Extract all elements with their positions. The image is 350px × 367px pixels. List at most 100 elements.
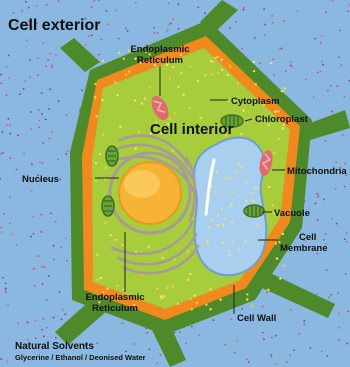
footer-title: Natural Solvents xyxy=(15,341,94,352)
texture-dot xyxy=(224,218,226,220)
texture-dot xyxy=(326,355,328,357)
texture-dot xyxy=(10,157,12,159)
texture-dot xyxy=(215,191,217,193)
texture-dot xyxy=(346,232,348,234)
texture-dot xyxy=(316,193,318,195)
texture-dot xyxy=(55,221,57,223)
texture-dot xyxy=(107,23,109,25)
texture-dot xyxy=(338,339,340,341)
texture-dot xyxy=(275,363,277,365)
texture-dot xyxy=(331,218,333,220)
texture-dot xyxy=(6,66,8,68)
texture-dot xyxy=(88,36,90,38)
texture-dot xyxy=(330,85,332,87)
texture-dot xyxy=(5,291,7,293)
texture-dot xyxy=(325,12,327,14)
texture-dot xyxy=(157,362,159,364)
texture-dot xyxy=(187,250,189,252)
texture-dot xyxy=(221,59,223,61)
texture-dot xyxy=(228,250,230,252)
texture-dot xyxy=(222,242,224,244)
texture-dot xyxy=(173,112,175,114)
texture-dot xyxy=(8,55,10,57)
texture-dot xyxy=(229,65,231,67)
texture-dot xyxy=(279,48,281,50)
label-membrane-line1: Cell xyxy=(299,232,316,243)
texture-dot xyxy=(257,187,259,189)
texture-dot xyxy=(278,138,280,140)
texture-dot xyxy=(44,267,46,269)
texture-dot xyxy=(182,94,184,96)
texture-dot xyxy=(244,241,246,243)
texture-dot xyxy=(23,88,25,90)
texture-dot xyxy=(8,77,10,79)
texture-dot xyxy=(347,310,349,312)
texture-dot xyxy=(189,273,191,275)
texture-dot xyxy=(191,308,193,310)
texture-dot xyxy=(45,66,47,68)
texture-dot xyxy=(41,162,43,164)
texture-dot xyxy=(231,191,233,193)
nucleus-shine xyxy=(124,170,160,198)
texture-dot xyxy=(122,244,124,246)
texture-dot xyxy=(42,283,44,285)
texture-dot xyxy=(134,343,136,345)
texture-dot xyxy=(172,285,174,287)
texture-dot xyxy=(284,87,286,89)
texture-dot xyxy=(27,322,29,324)
texture-dot xyxy=(197,80,199,82)
texture-dot xyxy=(324,140,326,142)
texture-dot xyxy=(167,30,169,32)
texture-dot xyxy=(61,247,63,249)
texture-dot xyxy=(317,196,319,198)
texture-dot xyxy=(39,161,41,163)
texture-dot xyxy=(211,220,213,222)
texture-dot xyxy=(91,34,93,36)
texture-dot xyxy=(94,96,96,98)
texture-dot xyxy=(115,9,117,11)
texture-dot xyxy=(98,54,100,56)
texture-dot xyxy=(262,332,264,334)
texture-dot xyxy=(189,66,191,68)
label-er-top-line1: Endoplasmic xyxy=(130,44,189,55)
texture-dot xyxy=(85,44,87,46)
texture-dot xyxy=(238,249,240,251)
texture-dot xyxy=(266,291,268,293)
texture-dot xyxy=(241,48,243,50)
texture-dot xyxy=(230,205,232,207)
texture-dot xyxy=(160,354,162,356)
texture-dot xyxy=(344,163,346,165)
texture-dot xyxy=(313,96,315,98)
texture-dot xyxy=(320,70,322,72)
texture-dot xyxy=(267,289,269,291)
texture-dot xyxy=(217,56,219,58)
texture-dot xyxy=(33,268,35,270)
texture-dot xyxy=(255,83,257,85)
texture-dot xyxy=(61,318,63,320)
texture-dot xyxy=(172,18,174,20)
texture-dot xyxy=(178,28,180,30)
texture-dot xyxy=(19,93,21,95)
texture-dot xyxy=(237,82,239,84)
texture-dot xyxy=(46,327,48,329)
texture-dot xyxy=(32,216,34,218)
texture-dot xyxy=(2,231,4,233)
texture-dot xyxy=(55,54,57,56)
texture-dot xyxy=(0,227,2,229)
texture-dot xyxy=(317,219,319,221)
texture-dot xyxy=(252,200,254,202)
texture-dot xyxy=(305,79,307,81)
texture-dot xyxy=(206,242,208,244)
texture-dot xyxy=(41,113,43,115)
texture-dot xyxy=(17,135,19,137)
texture-dot xyxy=(336,85,338,87)
texture-dot xyxy=(290,309,292,311)
texture-dot xyxy=(217,215,219,217)
texture-dot xyxy=(248,361,250,363)
texture-dot xyxy=(53,245,55,247)
texture-dot xyxy=(230,203,232,205)
texture-dot xyxy=(95,180,97,182)
texture-dot xyxy=(345,273,347,275)
texture-dot xyxy=(166,287,168,289)
texture-dot xyxy=(26,39,28,41)
